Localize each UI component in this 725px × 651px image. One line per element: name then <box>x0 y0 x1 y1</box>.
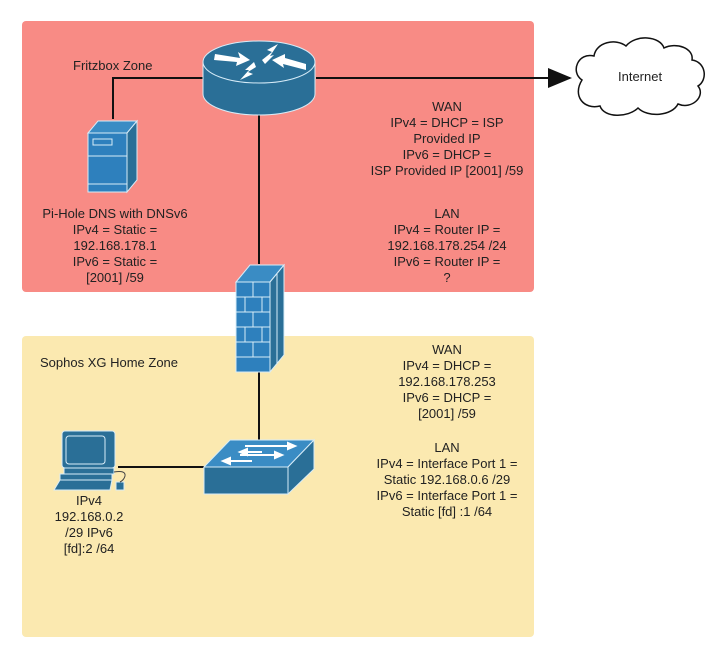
pc-ipv4-value: 192.168.0.2 <box>54 509 124 524</box>
internet-cloud-icon[interactable] <box>575 37 705 116</box>
fritz-wan-ipv6-value: ISP Provided IP [2001] /59 <box>370 163 524 178</box>
sophos-wan-title: WAN <box>432 342 462 357</box>
connections <box>112 68 572 468</box>
pihole-ipv6-value: [2001] /59 <box>86 270 144 285</box>
fritz-lan-title: LAN <box>434 206 460 221</box>
sophos-lan-ipv6: IPv6 = Interface Port 1 = <box>376 488 518 503</box>
computer-icon[interactable] <box>53 430 126 491</box>
link-router-pihole <box>112 77 203 119</box>
sophos-lan-info: LAN IPv4 = Interface Port 1 = Static 192… <box>362 440 532 520</box>
internet-label: Internet <box>618 69 663 84</box>
pc-ipv6-value: [fd]:2 /64 <box>63 541 115 556</box>
fritz-lan-ipv6-value: ? <box>443 270 451 285</box>
fritz-lan-ipv4: IPv4 = Router IP = <box>393 222 501 237</box>
fritz-wan-ipv4: IPv4 = DHCP = ISP <box>390 115 504 130</box>
fritzbox-zone-label: Fritzbox Zone <box>73 58 153 73</box>
sophos-wan-ipv4: IPv4 = DHCP = <box>402 358 492 373</box>
fritz-wan-title: WAN <box>432 99 462 114</box>
pc-ipv6-label: /29 IPv6 <box>65 525 113 540</box>
router-icon[interactable] <box>202 40 316 116</box>
sophos-wan-ipv6-value: [2001] /59 <box>418 406 476 421</box>
sophos-lan-ipv4: IPv4 = Interface Port 1 = <box>376 456 518 471</box>
pihole-ipv4-value: 192.168.178.1 <box>73 238 157 253</box>
firewall-icon[interactable] <box>234 263 286 374</box>
pc-info: IPv4 192.168.0.2 /29 IPv6 [fd]:2 /64 <box>44 493 134 557</box>
pc-ipv4-label: IPv4 <box>75 493 102 508</box>
pihole-title: Pi-Hole DNS with DNSv6 <box>42 206 188 221</box>
fritzbox-lan-info: LAN IPv4 = Router IP = 192.168.178.254 /… <box>362 206 532 286</box>
sophos-wan-ipv4-value: 192.168.178.253 <box>398 374 496 389</box>
sophos-lan-ipv4-value: Static 192.168.0.6 /29 <box>383 472 511 487</box>
sophos-zone-label: Sophos XG Home Zone <box>40 355 179 370</box>
pihole-info: Pi-Hole DNS with DNSv6 IPv4 = Static = 1… <box>25 206 205 286</box>
sophos-wan-ipv6: IPv6 = DHCP = <box>402 390 492 405</box>
sophos-lan-title: LAN <box>434 440 460 455</box>
switch-icon[interactable] <box>202 438 316 496</box>
pihole-ipv4-label: IPv4 = Static = <box>72 222 158 237</box>
fritzbox-wan-info: WAN IPv4 = DHCP = ISP Provided IP IPv6 =… <box>362 99 532 179</box>
server-icon[interactable] <box>86 119 139 194</box>
sophos-lan-ipv6-value: Static [fd] :1 /64 <box>401 504 493 519</box>
fritz-wan-ipv6: IPv6 = DHCP = <box>402 147 492 162</box>
fritz-wan-ipv4-value: Provided IP <box>413 131 481 146</box>
fritz-lan-ipv4-value: 192.168.178.254 /24 <box>387 238 507 253</box>
fritz-lan-ipv6: IPv6 = Router IP = <box>393 254 501 269</box>
sophos-wan-info: WAN IPv4 = DHCP = 192.168.178.253 IPv6 =… <box>362 342 532 422</box>
pihole-ipv6-label: IPv6 = Static = <box>72 254 158 269</box>
